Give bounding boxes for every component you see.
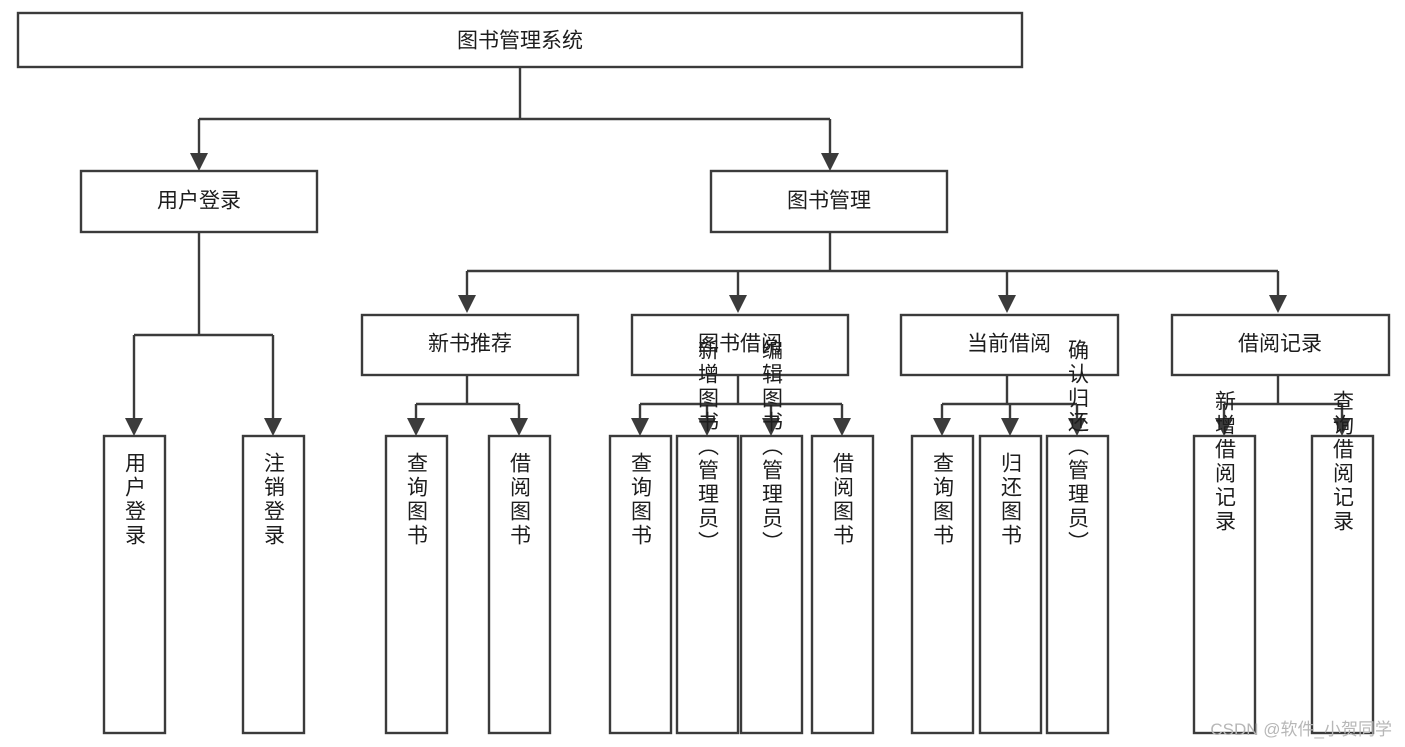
node-root-box[interactable] — [16, 11, 1024, 69]
leaf-query-book-2-label: 查询图书 — [629, 452, 653, 548]
leaf-node-confirm-return[interactable]: 确认归还（管理员） — [1045, 339, 1110, 735]
connector-group-root — [190, 67, 839, 171]
leaf-add-book-box[interactable] — [675, 434, 740, 735]
leaf-edit-book-label: 编辑图书（管理员） — [760, 339, 784, 555]
leaf-borrow-book-2-box[interactable] — [810, 434, 875, 735]
node-new-book-recommend-label: 新书推荐 — [428, 333, 512, 356]
node-borrow-record-label: 借阅记录 — [1238, 333, 1322, 356]
leaf-add-borrow-record-label: 新增借阅记录 — [1213, 390, 1237, 534]
arrow-icon-current-borrow — [998, 295, 1016, 313]
node-root-label: 图书管理系统 — [457, 30, 583, 53]
leaf-query-book-1-box[interactable] — [384, 434, 449, 735]
leaf-node-return-book[interactable]: 归还图书 — [978, 434, 1043, 735]
leaf-query-borrow-record-box[interactable] — [1310, 434, 1375, 735]
leaf-confirm-return-box[interactable] — [1045, 434, 1110, 735]
node-book-borrow-label: 图书借阅 — [698, 333, 782, 356]
watermark-label: CSDN @软件_小贺同学 — [1210, 720, 1392, 739]
connector-group-borrow-record — [1215, 375, 1351, 436]
leaf-edit-book-box[interactable] — [739, 434, 804, 735]
leaf-borrow-book-1-box[interactable] — [487, 434, 552, 735]
node-book-borrow[interactable]: 图书借阅 — [630, 313, 850, 377]
node-user-login-box[interactable] — [79, 169, 319, 234]
node-root[interactable]: 图书管理系统 — [16, 11, 1024, 69]
node-borrow-record[interactable]: 借阅记录 — [1170, 313, 1391, 377]
connector-group-new-book-recommend — [407, 375, 528, 436]
arrow-icon-leaf-borrow-book-1 — [510, 418, 528, 436]
arrow-icon-borrow-record — [1269, 295, 1287, 313]
leaf-node-borrow-book-1[interactable]: 借阅图书 — [487, 434, 552, 735]
leaf-add-book-label: 新增图书（管理员） — [696, 339, 720, 555]
connector-group-current-borrow — [933, 375, 1086, 436]
node-new-book-recommend-box[interactable] — [360, 313, 580, 377]
node-current-borrow[interactable]: 当前借阅 — [899, 313, 1120, 377]
leaf-query-book-1-label: 查询图书 — [405, 452, 429, 548]
leaf-node-add-book[interactable]: 新增图书（管理员） — [675, 339, 740, 735]
arrow-icon-leaf-borrow-book-2 — [833, 418, 851, 436]
leaf-node-borrow-book-2[interactable]: 借阅图书 — [810, 434, 875, 735]
leaf-user-login-label: 用户登录 — [123, 452, 147, 548]
arrow-icon-leaf-query-book-1 — [407, 418, 425, 436]
leaf-node-edit-book[interactable]: 编辑图书（管理员） — [739, 339, 804, 735]
arrow-icon-leaf-query-book-2 — [631, 418, 649, 436]
leaf-query-book-3-box[interactable] — [910, 434, 975, 735]
leaf-return-book-label: 归还图书 — [999, 452, 1023, 548]
arrow-icon-leaf-user-login — [125, 418, 143, 436]
leaf-logout-login-label: 注销登录 — [262, 452, 286, 548]
leaf-user-login-box[interactable] — [102, 434, 167, 735]
arrow-icon-new-book-recommend — [458, 295, 476, 313]
node-borrow-record-box[interactable] — [1170, 313, 1391, 377]
leaf-add-borrow-record-box[interactable] — [1192, 434, 1257, 735]
leaf-node-logout-login[interactable]: 注销登录 — [241, 434, 306, 735]
leaf-confirm-return-label: 确认归还（管理员） — [1066, 339, 1090, 555]
node-current-borrow-box[interactable] — [899, 313, 1120, 377]
arrow-icon-leaf-return-book — [1001, 418, 1019, 436]
connector-group-book-borrow — [631, 375, 851, 436]
node-new-book-recommend[interactable]: 新书推荐 — [360, 313, 580, 377]
leaf-node-query-book-3[interactable]: 查询图书 — [910, 434, 975, 735]
leaf-borrow-book-1-label: 借阅图书 — [508, 452, 532, 548]
node-book-management[interactable]: 图书管理 — [709, 169, 949, 234]
arrow-icon-to-user-login — [190, 153, 208, 171]
node-book-borrow-box[interactable] — [630, 313, 850, 377]
leaf-node-user-login[interactable]: 用户登录 — [102, 434, 167, 735]
leaf-node-query-book-2[interactable]: 查询图书 — [608, 434, 673, 735]
leaf-borrow-book-2-label: 借阅图书 — [831, 452, 855, 548]
leaf-node-query-book-1[interactable]: 查询图书 — [384, 434, 449, 735]
leaf-query-book-2-box[interactable] — [608, 434, 673, 735]
node-book-management-label: 图书管理 — [787, 190, 871, 213]
arrow-icon-to-book-management — [821, 153, 839, 171]
connector-group-user-login — [125, 232, 282, 436]
leaf-query-borrow-record-label: 查询借阅记录 — [1331, 390, 1355, 534]
connector-group-book-management — [458, 232, 1287, 313]
node-user-login-label: 用户登录 — [157, 190, 241, 213]
node-user-login[interactable]: 用户登录 — [79, 169, 319, 234]
node-current-borrow-label: 当前借阅 — [967, 333, 1051, 356]
arrow-icon-leaf-logout-login — [264, 418, 282, 436]
arrow-icon-book-borrow — [729, 295, 747, 313]
arrow-icon-leaf-query-book-3 — [933, 418, 951, 436]
leaf-logout-login-box[interactable] — [241, 434, 306, 735]
node-book-management-box[interactable] — [709, 169, 949, 234]
leaf-node-query-borrow-record[interactable]: 查询借阅记录 — [1310, 390, 1375, 735]
leaf-node-add-borrow-record[interactable]: 新增借阅记录 — [1192, 390, 1257, 735]
leaf-query-book-3-label: 查询图书 — [931, 452, 955, 548]
leaf-return-book-box[interactable] — [978, 434, 1043, 735]
